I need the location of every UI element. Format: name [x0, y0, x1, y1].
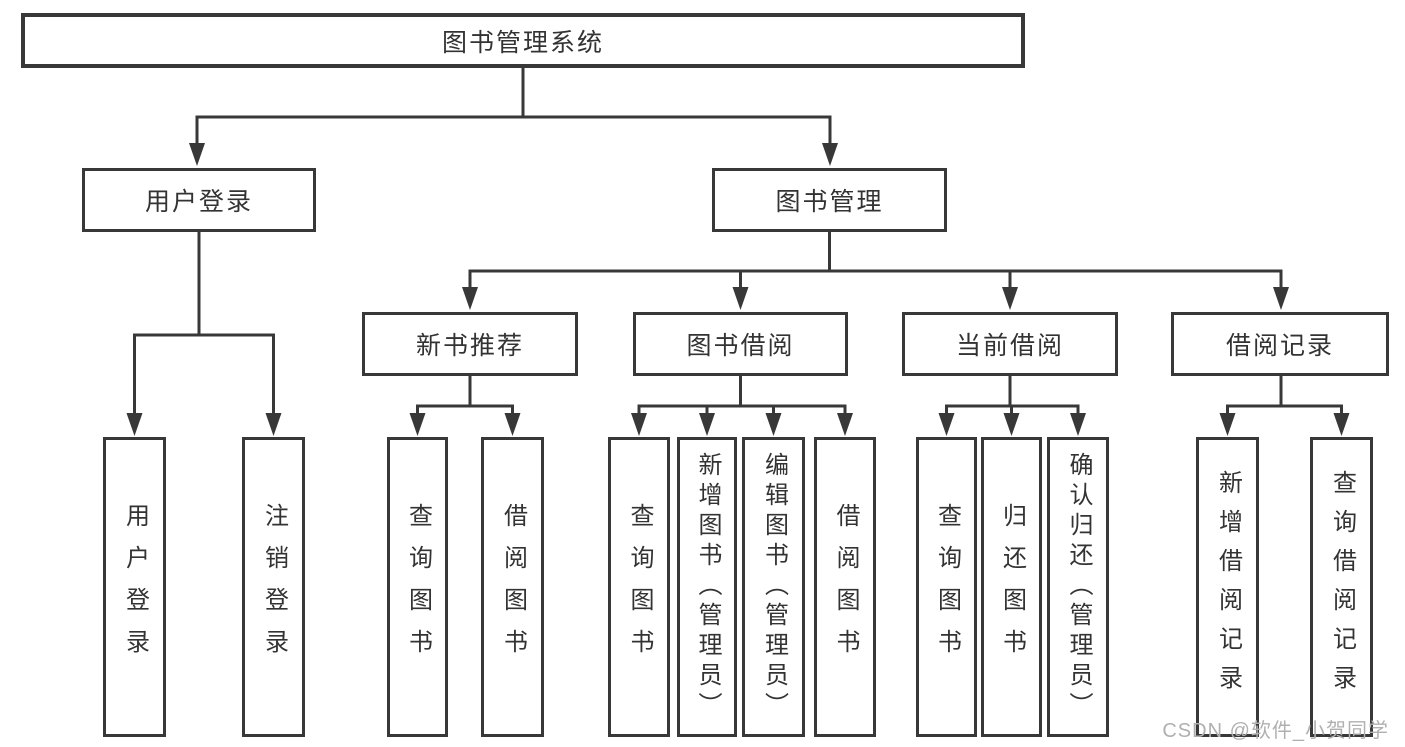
leaf-confirm-return-admin: 确认归还（管理员） — [1047, 437, 1109, 737]
leaf-query-books-current: 查询图书 — [916, 437, 977, 737]
leaf-query-books-recommend: 查询图书 — [387, 437, 448, 737]
leaf-query-books-current-label: 查询图书 — [933, 503, 961, 671]
leaf-return-books-label: 归还图书 — [998, 503, 1026, 671]
node-borrowing-records-label: 借阅记录 — [1225, 332, 1334, 360]
node-user-login: 用户登录 — [82, 168, 316, 232]
node-root: 图书管理系统 — [21, 13, 1025, 68]
leaf-edit-books-admin: 编辑图书（管理员） — [742, 437, 805, 737]
leaf-add-books-admin-label: 新增图书（管理员） — [694, 452, 721, 722]
node-book-management: 图书管理 — [712, 168, 947, 232]
node-current-borrowing-label: 当前借阅 — [955, 332, 1064, 360]
leaf-user-login: 用户登录 — [103, 437, 166, 737]
leaf-query-books-borrowing-label: 查询图书 — [626, 503, 653, 671]
node-borrowing-records: 借阅记录 — [1171, 312, 1389, 376]
leaf-query-books-borrowing: 查询图书 — [608, 437, 670, 737]
node-book-borrowing-label: 图书借阅 — [686, 332, 795, 360]
leaf-borrow-books-recommend: 借阅图书 — [481, 437, 544, 737]
leaf-query-borrow-record: 查询借阅记录 — [1310, 437, 1373, 737]
leaf-confirm-return-admin-label: 确认归还（管理员） — [1065, 452, 1092, 722]
leaf-add-borrow-record-label: 新增借阅记录 — [1214, 470, 1242, 704]
leaf-user-login-label: 用户登录 — [121, 503, 149, 671]
node-book-management-label: 图书管理 — [775, 188, 884, 216]
leaf-borrow-books-borrowing-label: 借阅图书 — [832, 503, 859, 671]
node-book-borrowing: 图书借阅 — [633, 312, 848, 376]
node-root-label: 图书管理系统 — [441, 28, 604, 57]
watermark: CSDN @软件_小贺同学 — [1162, 720, 1389, 742]
node-new-book-recommendation: 新书推荐 — [362, 312, 578, 376]
leaf-logout-label: 注销登录 — [260, 503, 288, 671]
node-current-borrowing: 当前借阅 — [902, 312, 1118, 376]
leaf-edit-books-admin-label: 编辑图书（管理员） — [760, 452, 788, 722]
leaf-borrow-books-borrowing: 借阅图书 — [814, 437, 876, 737]
node-user-login-label: 用户登录 — [144, 188, 253, 216]
leaf-query-books-recommend-label: 查询图书 — [404, 503, 432, 671]
leaf-query-borrow-record-label: 查询借阅记录 — [1328, 470, 1356, 704]
leaf-logout: 注销登录 — [242, 437, 305, 737]
leaf-borrow-books-recommend-label: 借阅图书 — [499, 503, 527, 671]
leaf-add-borrow-record: 新增借阅记录 — [1196, 437, 1259, 737]
leaf-return-books: 归还图书 — [981, 437, 1042, 737]
node-new-book-recommendation-label: 新书推荐 — [415, 332, 524, 360]
arrowheads — [126, 143, 1350, 436]
leaf-add-books-admin: 新增图书（管理员） — [677, 437, 737, 737]
